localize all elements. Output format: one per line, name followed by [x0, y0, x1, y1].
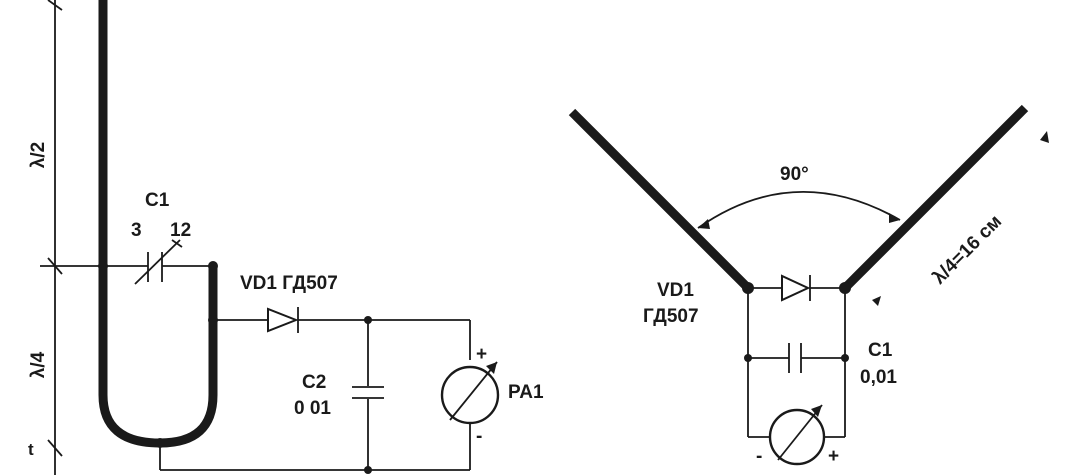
right-antenna: 90° λ/4=16 см VD1 ГД507 C1 0,0: [568, 104, 1049, 467]
pa1-label: PA1: [508, 382, 544, 403]
c1-label: C1: [145, 190, 170, 211]
angle-label: 90°: [780, 164, 809, 185]
dipole-arm-right: [841, 104, 1029, 292]
junction-dot: [208, 261, 218, 271]
pa1-plus: +: [476, 344, 487, 365]
angle-arc: [697, 191, 901, 229]
meter-plus: +: [828, 446, 839, 467]
left-circuit: λ/2 λ/4 t C1 3 12 VD1 ГД507: [28, 0, 544, 475]
meter-right: [748, 404, 845, 466]
vd1-label: VD1 ГД507: [240, 273, 338, 294]
pa1-minus: -: [476, 426, 482, 447]
dimension-line: [40, 0, 100, 475]
junction-dot: [98, 261, 108, 271]
vd1-diode-right: [748, 274, 845, 302]
dim-lower-label: λ/4: [28, 351, 49, 378]
vd1-name: VD1: [657, 280, 694, 301]
pa1-meter: [440, 320, 500, 470]
c2-capacitor: [352, 320, 384, 470]
vd1-type: ГД507: [643, 306, 699, 327]
c1-name-right: C1: [868, 340, 893, 361]
arm-length-label: λ/4=16 см: [929, 211, 1006, 288]
c1-range-min: 3: [131, 220, 142, 241]
dim-upper-label: λ/2: [28, 142, 49, 168]
antenna-element: [98, 0, 218, 448]
c1-capacitor: [103, 239, 213, 285]
dipole-arm-left: [568, 108, 752, 292]
c1-capacitor-right: [744, 343, 849, 373]
vd1-diode: [267, 307, 299, 333]
dim-end-mark: t: [28, 440, 34, 459]
c2-value: 0 01: [294, 398, 331, 419]
junction-dot: [364, 466, 372, 474]
c2-label: C2: [302, 372, 326, 393]
c1-value-right: 0,01: [860, 367, 897, 388]
c1-range-max: 12: [170, 220, 191, 241]
meter-minus: -: [756, 446, 762, 467]
